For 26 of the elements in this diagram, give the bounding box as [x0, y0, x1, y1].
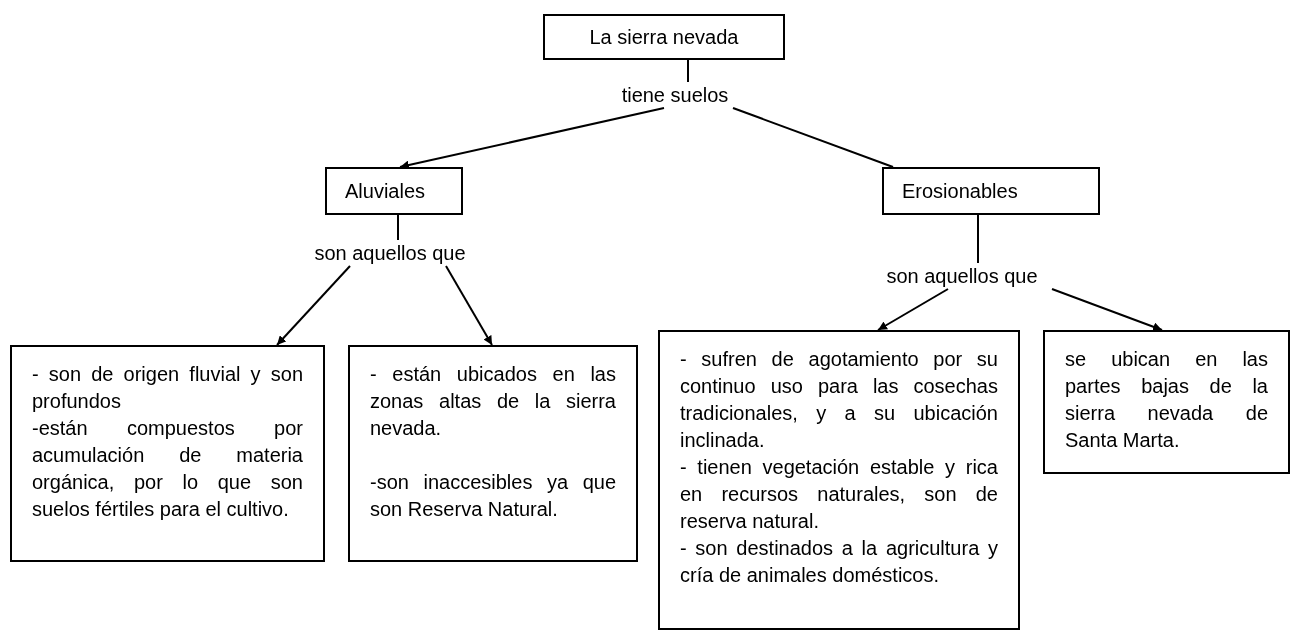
description-text: - sufren de agotamiento por su continuo uso para las cosechas tradicionales, y a su ubicación inclinada.	[680, 347, 998, 453]
concept-label: Erosionables	[902, 178, 1019, 204]
description-box	[658, 330, 1020, 630]
description-text: -son inaccesibles ya que son Reserva Natural.	[370, 470, 616, 522]
description-box	[1043, 330, 1290, 474]
concept-box	[325, 167, 463, 215]
concept-box	[543, 14, 785, 60]
description-text: - son destinados a la agricultura y cría de animales domésticos.	[680, 536, 998, 588]
description-text: - son de origen fluvial y son profundos	[32, 362, 303, 414]
concept-box	[882, 167, 1100, 215]
connector-arrow	[276, 265, 351, 346]
linking-phrase: tiene suelos	[615, 82, 735, 108]
connector-arrow	[399, 107, 665, 170]
description-box	[10, 345, 325, 562]
connector-arrow	[445, 265, 493, 346]
connector-arrow	[1051, 288, 1163, 332]
description-text: - tienen vegetación estable y rica en recursos naturales, son de reserva natural.	[680, 455, 998, 534]
linking-phrase: son aquellos que	[872, 263, 1052, 289]
description-text: - están ubicados en las zonas altas de la sierra nevada.	[370, 362, 616, 441]
concept-label: La sierra nevada	[589, 24, 739, 50]
description-text: -están compuestos por acumulación de materia orgánica, por lo que son suelos fértiles para el cultivo.	[32, 416, 303, 522]
description-text: se ubican en las partes bajas de la sierra nevada de Santa Marta.	[1065, 347, 1268, 453]
connector-arrow	[877, 288, 949, 331]
concept-label: Aluviales	[345, 178, 427, 204]
linking-phrase: son aquellos que	[300, 240, 480, 266]
description-box	[348, 345, 638, 562]
